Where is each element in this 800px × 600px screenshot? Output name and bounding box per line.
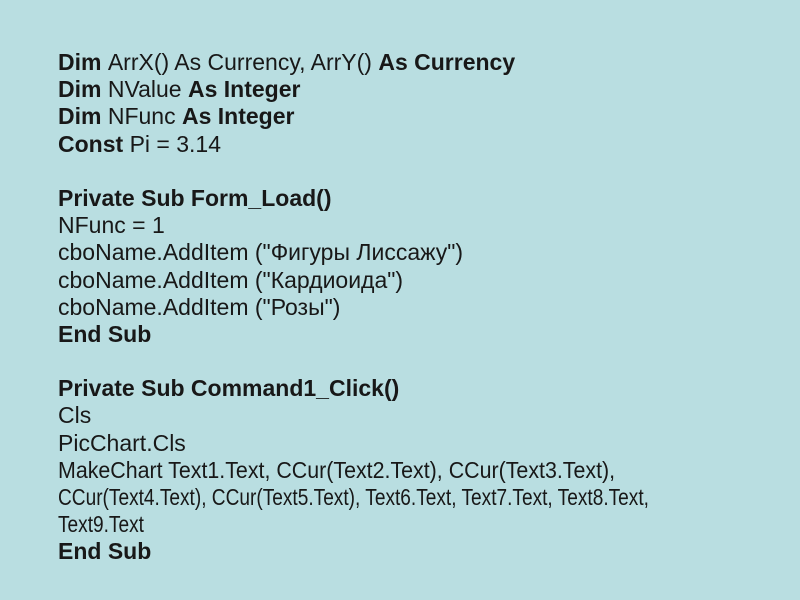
code-line: cboName.AddItem ("Розы") (58, 294, 790, 321)
code-text: MakeChart Text1.Text, CCur(Text2.Text), … (58, 456, 616, 483)
code-text: ArrX() As Currency, ArrY() (107, 49, 379, 75)
code-line: CCur(Text4.Text), CCur(Text5.Text), Text… (58, 484, 666, 511)
code-text: NFunc (107, 103, 182, 130)
code-text: CCur(Text4.Text), CCur(Text5.Text), Text… (58, 484, 649, 510)
code-text: PicChart.Cls (58, 429, 186, 456)
code-line: MakeChart Text1.Text, CCur(Text2.Text), … (58, 457, 739, 484)
code-line: End Sub (58, 538, 790, 565)
code-line: Cls (58, 402, 790, 429)
code-block: Dim ArrX() As Currency, ArrY() As Curren… (58, 49, 790, 566)
code-line: Private Sub Form_Load() (58, 185, 790, 212)
code-keyword: Dim (58, 49, 108, 75)
code-text: NValue (107, 76, 188, 103)
code-keyword: Dim (58, 76, 108, 103)
code-line: Dim NFunc As Integer (58, 103, 790, 130)
code-line: Dim ArrX() As Currency, ArrY() As Curren… (58, 49, 790, 76)
code-text: cboName.AddItem ("Фигуры Лиссажу") (58, 239, 464, 266)
code-text: cboName.AddItem ("Кардиоида") (58, 266, 404, 293)
code-keyword: End Sub (58, 320, 152, 347)
code-line: NFunc = 1 (58, 212, 790, 239)
code-text: cboName.AddItem ("Розы") (58, 293, 341, 320)
code-text: Cls (58, 402, 92, 429)
code-line: End Sub (58, 321, 790, 348)
code-text: Pi = 3.14 (129, 130, 221, 157)
code-keyword: As Currency (378, 49, 516, 75)
code-keyword: Private Sub Form_Load() (58, 184, 332, 211)
code-line: Private Sub Command1_Click() (58, 375, 790, 402)
code-line: Text9.Text (58, 511, 666, 538)
code-blank-line (58, 158, 790, 185)
code-line: PicChart.Cls (58, 430, 790, 457)
code-keyword: As Integer (181, 103, 295, 130)
code-keyword: End Sub (58, 538, 152, 565)
code-keyword: Const (58, 130, 130, 157)
code-text: Text9.Text (58, 511, 144, 538)
code-keyword: As Integer (187, 76, 301, 103)
code-line: cboName.AddItem ("Кардиоида") (58, 267, 790, 294)
code-blank-line (58, 348, 790, 375)
code-line: Const Pi = 3.14 (58, 131, 790, 158)
code-line: cboName.AddItem ("Фигуры Лиссажу") (58, 239, 790, 266)
code-keyword: Dim (58, 103, 108, 130)
code-keyword: Private Sub Command1_Click() (58, 375, 400, 402)
code-text: NFunc = 1 (58, 212, 165, 239)
code-line: Dim NValue As Integer (58, 76, 790, 103)
